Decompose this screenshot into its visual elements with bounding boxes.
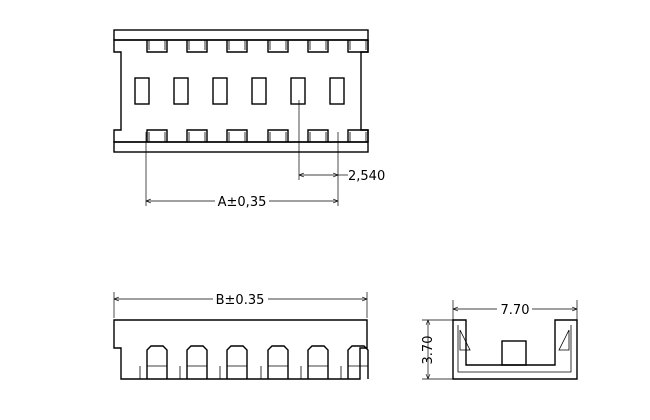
side-view-outline bbox=[452, 319, 578, 380]
lower-tab bbox=[347, 129, 369, 142]
upper-tab bbox=[307, 40, 329, 53]
upper-tab bbox=[226, 40, 248, 53]
pin-window bbox=[290, 77, 306, 105]
lower-tabs bbox=[146, 129, 369, 142]
side-view-inner bbox=[457, 325, 572, 373]
lower-tab bbox=[186, 129, 208, 142]
pin-window bbox=[173, 77, 189, 105]
front-pocket bbox=[226, 345, 248, 379]
upper-tab bbox=[347, 40, 369, 53]
pin-window bbox=[329, 77, 345, 105]
length-b-label: B±0.35 bbox=[216, 293, 265, 308]
pin-window bbox=[251, 77, 267, 105]
lower-tab bbox=[307, 129, 329, 142]
upper-tabs bbox=[146, 40, 369, 53]
lower-tab bbox=[226, 129, 248, 142]
top-view: 2,540 A±0,35 bbox=[113, 29, 385, 210]
width-label: 7.70 bbox=[501, 303, 530, 318]
pitch-label: 2,540 bbox=[348, 169, 385, 184]
front-pocket bbox=[186, 345, 208, 379]
left-latch bbox=[459, 329, 471, 351]
front-pocket bbox=[307, 345, 329, 379]
length-a-label: A±0,35 bbox=[218, 195, 267, 210]
front-pocket bbox=[146, 345, 168, 379]
upper-tab bbox=[186, 40, 208, 53]
upper-tab bbox=[267, 40, 289, 53]
center-post bbox=[501, 340, 527, 366]
side-view: 7.70 3.70 bbox=[421, 300, 578, 380]
bottom-rail bbox=[113, 141, 369, 153]
height-label: 3.70 bbox=[421, 336, 436, 365]
pin-window bbox=[212, 77, 228, 105]
lower-tab bbox=[146, 129, 168, 142]
pin-window bbox=[134, 77, 150, 105]
pin-windows bbox=[134, 77, 345, 105]
front-view-body bbox=[113, 319, 368, 380]
lower-tab bbox=[267, 129, 289, 142]
right-latch bbox=[558, 329, 570, 351]
upper-tab bbox=[146, 40, 168, 53]
top-rail bbox=[113, 29, 369, 41]
front-pockets bbox=[139, 345, 369, 379]
front-pocket bbox=[347, 345, 369, 379]
front-view: B±0.35 bbox=[113, 292, 369, 380]
front-pocket bbox=[267, 345, 289, 379]
